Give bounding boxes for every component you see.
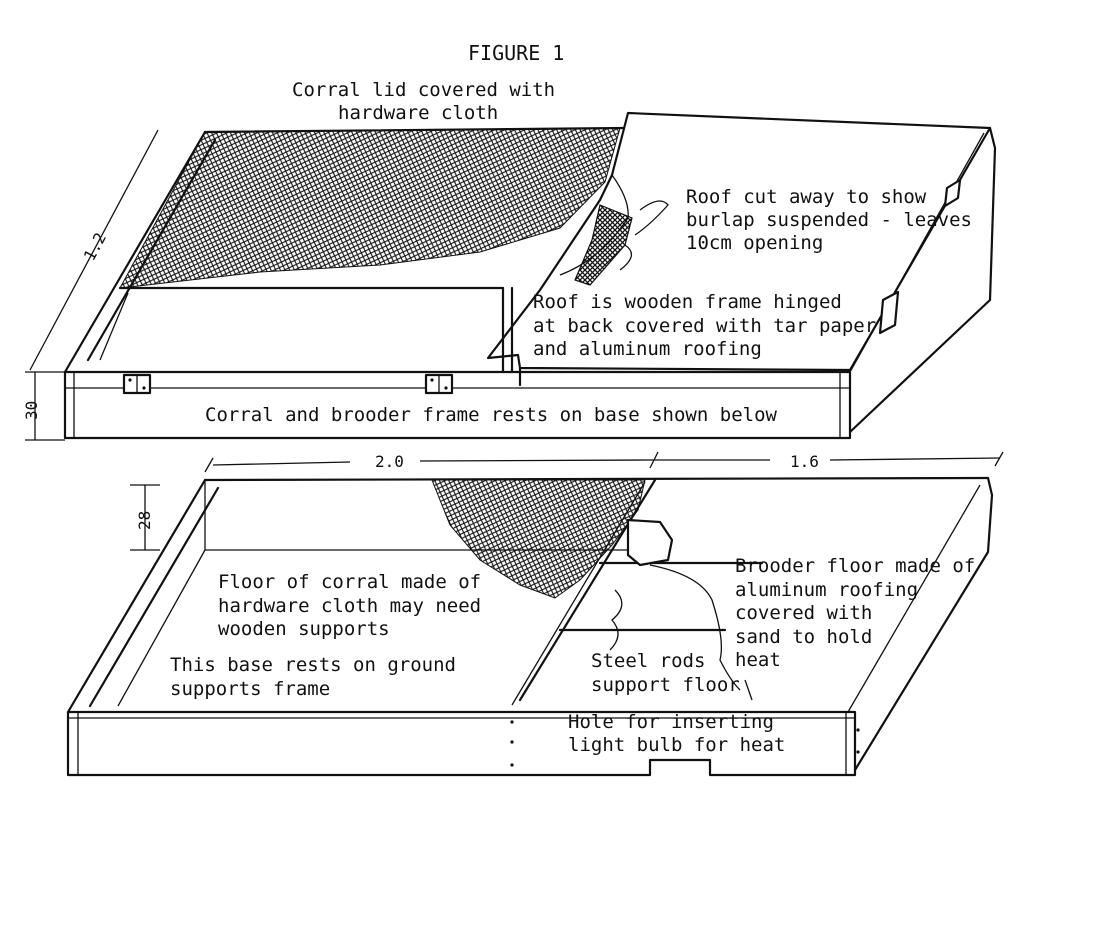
figure-title: FIGURE 1: [468, 41, 564, 65]
rods-label-1: Steel rods: [591, 650, 705, 672]
corral-floor-label-3: wooden supports: [218, 618, 390, 640]
rods-label-2: support floor: [591, 674, 740, 696]
dim-length-corral: 2.0: [375, 452, 404, 471]
roof-label-1: Roof is wooden frame hinged: [533, 291, 842, 313]
base-label-1: This base rests on ground: [170, 654, 456, 676]
top-unit: 1.2 30 Corral lid covered with hardware …: [22, 79, 997, 441]
roof-label-2: at back covered with tar paper: [533, 315, 876, 337]
roof-cut-label-2: burlap suspended - leaves: [686, 209, 972, 231]
lid-label-2: hardware cloth: [338, 102, 498, 124]
corral-floor-label-1: Floor of corral made of: [218, 571, 481, 593]
hinge-right-front: [878, 290, 900, 335]
burlap: [574, 204, 633, 286]
hinge-left: [122, 373, 152, 395]
hole-label-2: light bulb for heat: [568, 734, 785, 756]
hinge-right-back: [943, 178, 962, 208]
dim-depth: 1.2: [80, 229, 110, 263]
hole-label-1: Hole for inserting: [568, 711, 774, 733]
dim-depth-line: [29, 129, 159, 371]
base-label-2: supports frame: [170, 678, 330, 700]
roof-cut-label-1: Roof cut away to show: [686, 186, 927, 208]
dim-height-top: 30: [22, 401, 41, 420]
dim-length-brooder: 1.6: [790, 452, 819, 471]
roof-label-3: and aluminum roofing: [533, 338, 762, 360]
brooder-floor-label-4: sand to hold: [735, 626, 872, 648]
roof-cut-label-3: 10cm opening: [686, 232, 823, 254]
brooder-floor-label-2: aluminum roofing: [735, 579, 918, 601]
corral-floor-label-2: hardware cloth may need: [218, 595, 481, 617]
dim-height-base: 28: [135, 511, 154, 530]
lid-mesh: [119, 127, 621, 289]
corral-floor-mesh: [431, 479, 646, 599]
lid-label-1: Corral lid covered with: [292, 79, 555, 101]
hinge-center: [424, 373, 454, 395]
brooder-floor-label-1: Brooder floor made of: [735, 555, 975, 577]
brooder-floor-label-3: covered with: [735, 602, 872, 624]
lamp-housing: [626, 518, 674, 567]
base-unit: 2.0 1.6 28 Floor of corral made of hardw…: [66, 451, 1004, 777]
frame-label: Corral and brooder frame rests on base s…: [205, 404, 778, 426]
brooder-floor-label-5: heat: [735, 649, 781, 671]
